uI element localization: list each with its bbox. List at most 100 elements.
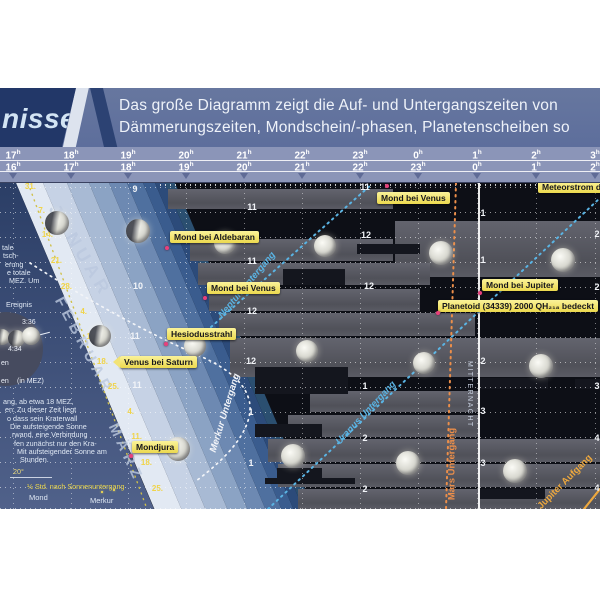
uranus-untergang-line — [267, 197, 600, 509]
event-marker-dot — [129, 454, 133, 458]
hour-label: 1h — [472, 149, 482, 162]
star-icon — [101, 491, 103, 493]
time-number: 2 — [480, 356, 486, 366]
mars-untergang-line — [445, 183, 457, 509]
time-number: 1 — [362, 381, 368, 391]
hour-label: 23h — [410, 160, 426, 173]
time-number: 1 — [480, 255, 486, 265]
banner-brand-block: nisse — [0, 88, 77, 147]
panel-text-line: tale — [2, 243, 14, 252]
axis-tick-triangle-icon — [124, 173, 132, 179]
hour-label: 22h — [294, 149, 310, 162]
time-number: 3 — [480, 406, 486, 416]
hour-label: 19h — [120, 149, 136, 162]
planet-lines-overlay — [27, 183, 600, 509]
time-number: 4 — [594, 433, 600, 443]
hour-label: 18h — [120, 160, 136, 173]
moon-image — [281, 444, 305, 468]
moon-image — [429, 241, 453, 265]
panel-text-line: Stunden. — [20, 455, 49, 464]
sunset-line — [27, 183, 148, 509]
hour-label: 1h — [531, 160, 541, 173]
panel-text-line: fen zunächst nur den Kra- — [14, 439, 97, 448]
week-date: 25. — [151, 484, 163, 493]
week-gridline — [0, 487, 600, 488]
moonlight-gap — [255, 424, 322, 437]
time-number: 3 — [480, 458, 486, 468]
eclipse-text-fragment: en — [1, 378, 9, 385]
moonlight-bar — [168, 189, 393, 209]
hour-label: 19h — [178, 160, 194, 173]
moonlight-bar — [268, 439, 600, 462]
midnight-label: MITTERNACHT — [466, 361, 473, 428]
week-gridline — [0, 337, 600, 338]
time-number: 1 — [248, 407, 254, 417]
week-gridline — [0, 508, 600, 509]
axis-tick-triangle-icon — [298, 173, 306, 179]
hour-gridline — [360, 183, 361, 509]
hour-label: 23h — [352, 149, 368, 162]
moonlight-bar — [209, 289, 420, 311]
axis-tick-triangle-icon — [414, 173, 422, 179]
axis-tick-triangle-icon — [356, 173, 364, 179]
panel-text-line: MEZ. Um — [9, 276, 40, 285]
week-date: 25. — [107, 382, 119, 391]
event-label: Hesiodusstrahl — [167, 328, 237, 340]
eclipse-moon-image — [8, 330, 25, 347]
time-number: 11 — [247, 202, 257, 212]
legend-moon-label: Mond — [29, 493, 48, 502]
time-number: 10 — [132, 281, 144, 291]
moonlight-gap — [575, 379, 600, 389]
hour-label: 20h — [236, 160, 252, 173]
moon-image — [503, 459, 527, 483]
hour-label: 17h — [63, 160, 79, 173]
event-marker-dot — [436, 311, 440, 315]
hour-gridline — [128, 183, 129, 509]
legend-degree-line — [10, 477, 52, 478]
hour-gridline — [595, 183, 596, 509]
time-number: 1 — [248, 458, 254, 468]
legend-caption: ½ Std. nach Sonnenuntergang — [27, 482, 125, 491]
eclipse-unit: (in MEZ) — [17, 378, 44, 385]
panel-text-line: e totale — [7, 268, 31, 277]
time-number: 12 — [360, 230, 372, 240]
planet-line-label: Mars Untergang — [446, 427, 458, 501]
axis-divider-line — [0, 171, 600, 172]
jupiter-aufgang-line — [582, 487, 600, 509]
star-icon — [113, 489, 115, 491]
moonlight-gap — [480, 489, 545, 499]
week-gridline — [0, 387, 600, 388]
moon-image — [413, 352, 435, 374]
axis-tick-triangle-icon — [67, 173, 75, 179]
moon-image — [551, 248, 575, 272]
eclipse-text-fragment: en — [1, 360, 9, 367]
event-label: Mond bei Aldebaran — [170, 231, 259, 243]
daily-tick-strip — [160, 184, 600, 186]
hour-label: 21h — [294, 160, 310, 173]
event-label: Planetoid (34339) 2000 QH₂₁₈ bedeckt — [438, 300, 599, 312]
time-number: 2 — [594, 229, 600, 239]
time-number: 11 — [132, 380, 142, 390]
moon-image — [184, 335, 206, 357]
hour-label: 2h — [531, 149, 541, 162]
moon-image — [529, 354, 553, 378]
hour-gridline — [244, 183, 245, 509]
banner-tab-shape — [90, 88, 118, 147]
event-marker-dot — [478, 291, 482, 295]
banner-line-1: Das große Diagramm zeigt die Auf- und Un… — [119, 97, 558, 114]
time-number: 3 — [594, 381, 600, 391]
brand-text: nisse — [2, 103, 77, 134]
time-number: 4 — [594, 483, 600, 493]
time-number: 2 — [594, 282, 600, 292]
event-label: Mond bei Jupiter — [482, 279, 558, 291]
week-date: 14. — [41, 230, 53, 239]
week-date: 18. — [96, 357, 108, 366]
eclipse-time-2: 4:34 — [8, 346, 22, 353]
time-number: 11 — [360, 182, 370, 192]
time-number: 9 — [132, 184, 138, 194]
panel-text-line: Ereignis — [6, 300, 32, 309]
axis-tick-triangle-icon — [9, 173, 17, 179]
time-number: 11 — [247, 256, 257, 266]
hour-label: 2h — [590, 160, 600, 173]
